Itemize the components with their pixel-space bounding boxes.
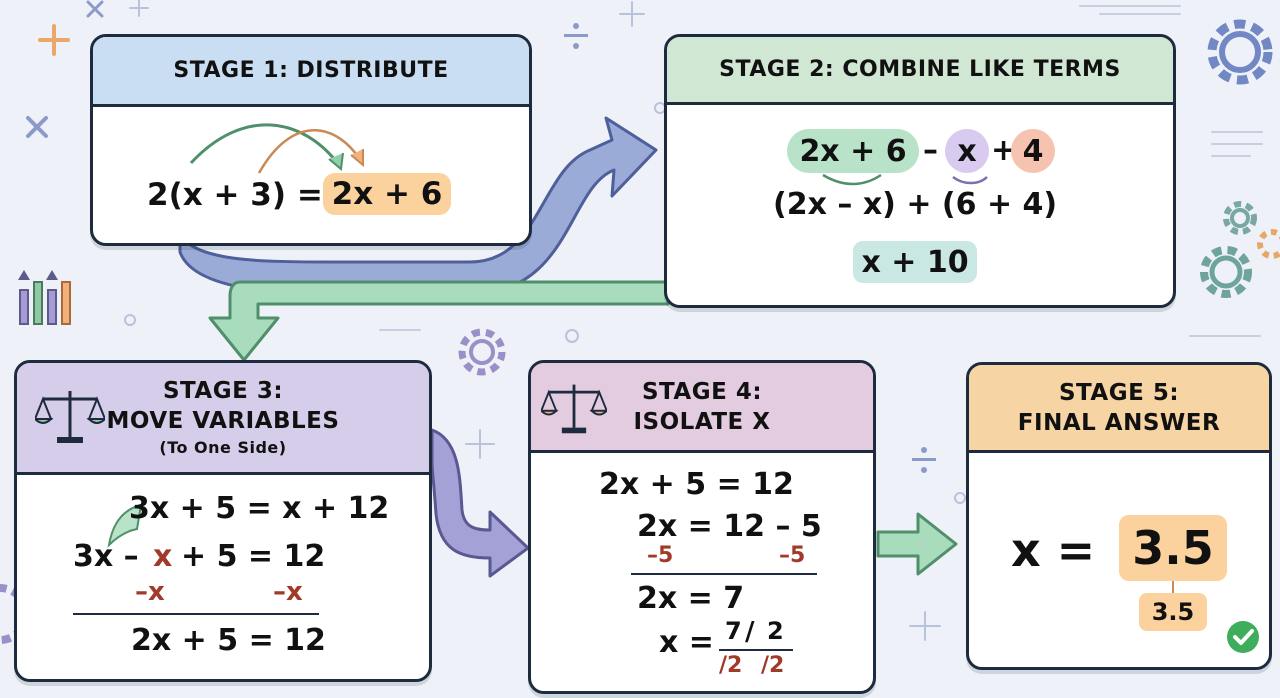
stage-3-line-2a: 3x – [73, 539, 139, 574]
stage-1-header: STAGE 1: DISTRIBUTE [93, 37, 529, 107]
stage-5-answer: 3.5 [1119, 515, 1227, 581]
stage-4-frac-num-b: 2 [767, 617, 784, 645]
stage-3-title-line1: STAGE 3: [162, 377, 284, 404]
stage-3-card: STAGE 3: MOVE VARIABLES (To One Side) 3x… [14, 360, 432, 682]
stage-2-grouped: (2x – x) + (6 + 4) [773, 187, 1058, 222]
stage-5-header: STAGE 5: FINAL ANSWER [969, 365, 1269, 453]
stage-4-header: STAGE 4: ISOLATE X [531, 363, 873, 453]
stage-4-frac-num-a: 7 [725, 617, 742, 645]
gear-icon [1223, 201, 1257, 235]
stage-2-term-c: 4 [1011, 129, 1055, 173]
stage-4-title-line1: STAGE 4: [641, 378, 763, 405]
stage-3-sub-left: –x [135, 577, 165, 607]
flow-arrow-2-to-3 [208, 280, 670, 362]
distribute-arrows [189, 123, 364, 174]
balance-scale-icon [541, 384, 607, 434]
stage-4-sub-left: –5 [647, 543, 674, 568]
flow-arrow-3-to-4 [430, 428, 530, 578]
stage-5-answer-tag: 3.5 [1139, 593, 1207, 631]
plus-icon [619, 1, 645, 27]
stage-5-title-line2: FINAL ANSWER [1017, 409, 1221, 436]
stage-3-divider [73, 613, 319, 615]
stage-4-frac-den-a: /2 [719, 653, 743, 678]
plus-icon [465, 429, 495, 459]
answer-connector [1172, 581, 1174, 595]
stage-3-line-1: 3x + 5 = x + 12 [129, 491, 390, 526]
stage-4-title-line2: ISOLATE X [633, 408, 771, 435]
stage-1-equation-right: 2x + 6 [323, 173, 451, 215]
stage-2-minus: – [923, 133, 938, 168]
check-icon [1227, 621, 1259, 653]
gear-icon [1257, 229, 1280, 259]
stage-1-equation-left: 2(x + 3) = [147, 177, 323, 213]
arrows-bars-icon [18, 270, 71, 325]
move-variable-arrow [107, 503, 143, 548]
stage-2-result: x + 10 [853, 241, 977, 283]
stage-4-frac-slash: / [745, 617, 755, 647]
gear-icon [458, 328, 506, 376]
stage-3-header: STAGE 3: MOVE VARIABLES (To One Side) [17, 363, 429, 475]
times-icon [26, 116, 48, 138]
stage-4-line-4-lhs: x = [659, 625, 714, 660]
plus-icon [129, 0, 149, 17]
stage-4-sub-right: –5 [779, 543, 806, 568]
combine-brackets [822, 173, 988, 186]
stage-3-line-2b: x [153, 539, 173, 574]
stage-4-line-3: 2x = 7 [637, 581, 745, 616]
stage-3-title-line2: MOVE VARIABLES [106, 407, 340, 434]
stage-1-card: STAGE 1: DISTRIBUTE 2(x + 3) = 2x + 6 [90, 34, 532, 246]
gear-icon [1200, 246, 1252, 298]
stage-3-sub-right: –x [273, 577, 303, 607]
plus-icon [909, 611, 941, 641]
stage-2-header: STAGE 2: COMBINE LIKE TERMS [667, 37, 1173, 105]
times-icon [86, 0, 104, 18]
balance-scale-icon [35, 391, 105, 443]
stage-4-line-2: 2x = 12 – 5 [637, 509, 822, 544]
stage-3-line-2c: + 5 = 12 [181, 539, 326, 574]
divide-icon [912, 447, 936, 473]
stage-2-term-b: x [945, 129, 989, 173]
plus-icon [38, 24, 70, 56]
stage-4-divider [631, 573, 817, 575]
stage-5-title-line1: STAGE 5: [1058, 379, 1180, 406]
stage-4-line-1: 2x + 5 = 12 [599, 467, 794, 502]
stage-3-result: 2x + 5 = 12 [131, 623, 326, 658]
flow-arrow-4-to-5 [876, 512, 958, 576]
gear-icon [1207, 19, 1273, 85]
stage-4-card: STAGE 4: ISOLATE X 2x + 5 = 12 2x = 12 –… [528, 360, 876, 694]
stage-2-card: STAGE 2: COMBINE LIKE TERMS 2x + 6 – x +… [664, 34, 1176, 308]
stage-1-title: STAGE 1: DISTRIBUTE [173, 58, 449, 83]
stage-4-frac-den-b: /2 [761, 653, 785, 678]
stage-2-title: STAGE 2: COMBINE LIKE TERMS [719, 57, 1121, 82]
stage-2-term-a: 2x + 6 [787, 129, 919, 173]
divide-icon [564, 23, 588, 49]
stage-3-title-line3: (To One Side) [159, 437, 287, 457]
stage-4-fraction-bar [719, 649, 793, 651]
stage-5-card: STAGE 5: FINAL ANSWER x = 3.5 3.5 [966, 362, 1272, 670]
stage-5-lhs: x = [1011, 523, 1096, 577]
